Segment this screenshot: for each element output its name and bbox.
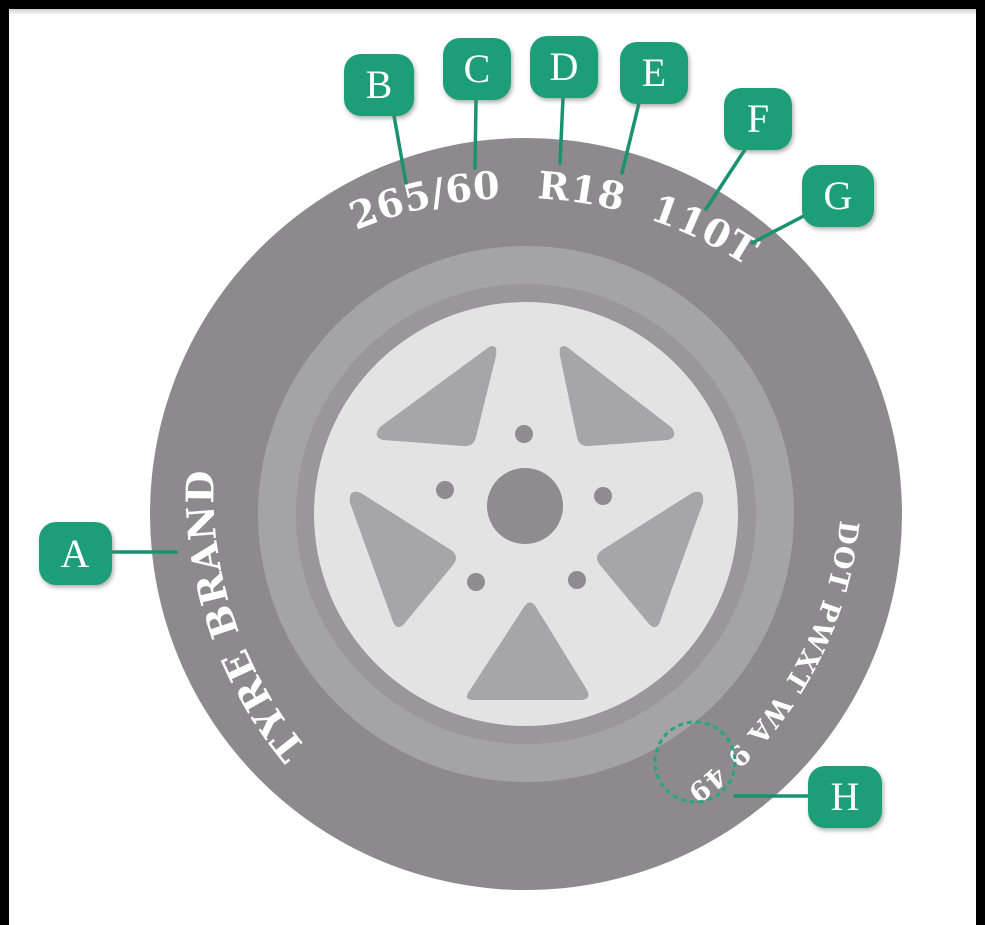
- lug-hole: [568, 571, 586, 589]
- lug-hole: [594, 487, 612, 505]
- badge-g-letter: G: [824, 173, 853, 218]
- lug-hole: [515, 425, 533, 443]
- badge-b-letter: B: [366, 62, 393, 107]
- badge-f-letter: F: [747, 96, 769, 141]
- badge-d-letter: D: [550, 44, 579, 89]
- label-badge-b: B: [344, 54, 414, 116]
- badge-a-letter: A: [61, 531, 90, 576]
- label-badge-d: D: [530, 36, 598, 98]
- label-badge-a: A: [39, 522, 112, 585]
- label-badge-f: F: [724, 88, 792, 150]
- badge-e-letter: E: [642, 50, 666, 95]
- wheel-hub: [487, 468, 563, 544]
- leader-line-c: [475, 100, 476, 168]
- label-badge-h: H: [808, 766, 882, 828]
- label-badge-c: C: [443, 38, 511, 100]
- badge-h-letter: H: [831, 774, 860, 819]
- label-badge-e: E: [620, 42, 688, 104]
- lug-hole: [467, 573, 485, 591]
- lug-hole: [436, 481, 454, 499]
- badge-c-letter: C: [464, 46, 491, 91]
- label-badge-g: G: [802, 165, 874, 227]
